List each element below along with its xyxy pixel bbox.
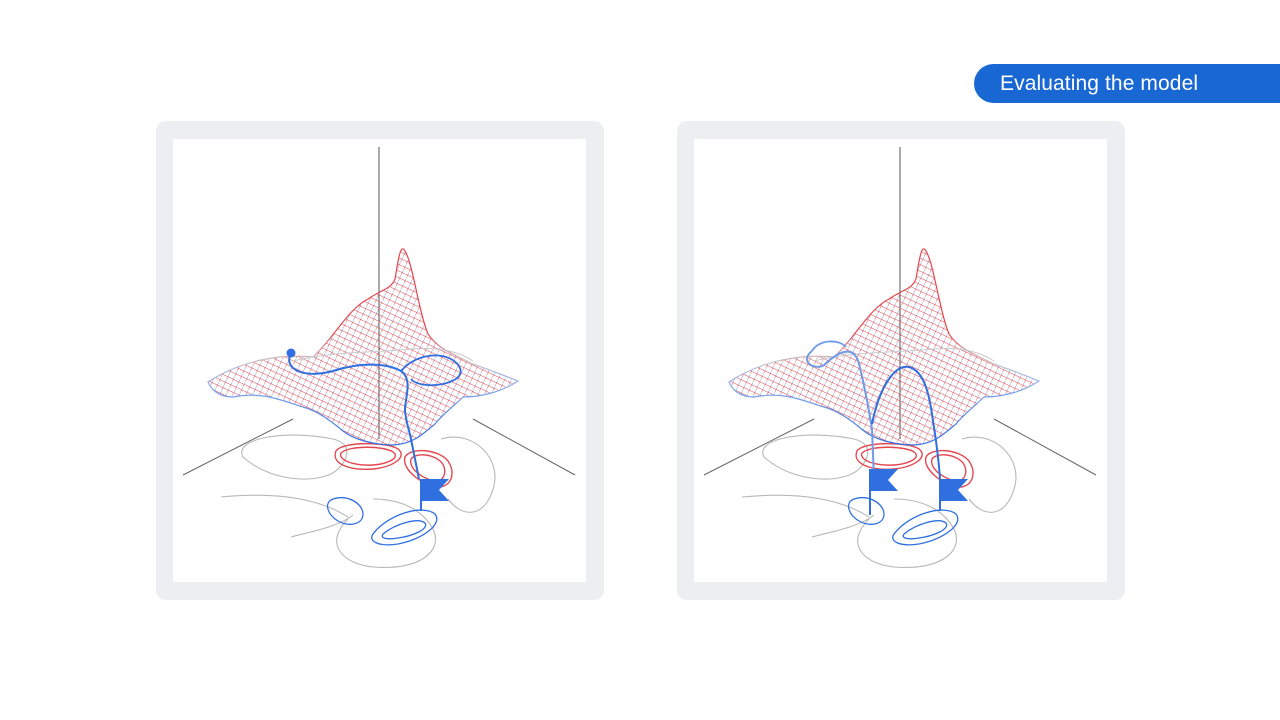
diagram-panel-left [156,121,604,600]
goal-flag-icon [420,479,449,511]
blue-contours [847,497,959,546]
blue-contours [326,497,438,546]
goal-flag-icon [939,479,968,511]
diagram-canvas-right [694,139,1107,582]
section-title: Evaluating the model [1000,72,1199,95]
descent-path-b [871,365,941,480]
descent-path [288,352,420,480]
loss-surface-mesh [207,248,520,446]
floor-axis-right [472,418,576,476]
loss-surface-diagram-left [182,147,576,569]
floor-axis-left [703,418,815,476]
descent-path-a [805,350,875,480]
floor-contours [741,434,1017,569]
loss-surface-diagram-right [703,147,1097,569]
diagram-canvas-left [173,139,586,582]
red-contours [334,442,453,488]
loss-surface-mesh [728,248,1041,446]
floor-axis-left [182,418,294,476]
floor-axis-right [993,418,1097,476]
floor-contours [220,434,496,569]
diagram-panel-right [677,121,1125,600]
start-point-marker [286,348,296,358]
goal-flag-icon [869,469,898,515]
section-title-pill: Evaluating the model [974,64,1280,103]
